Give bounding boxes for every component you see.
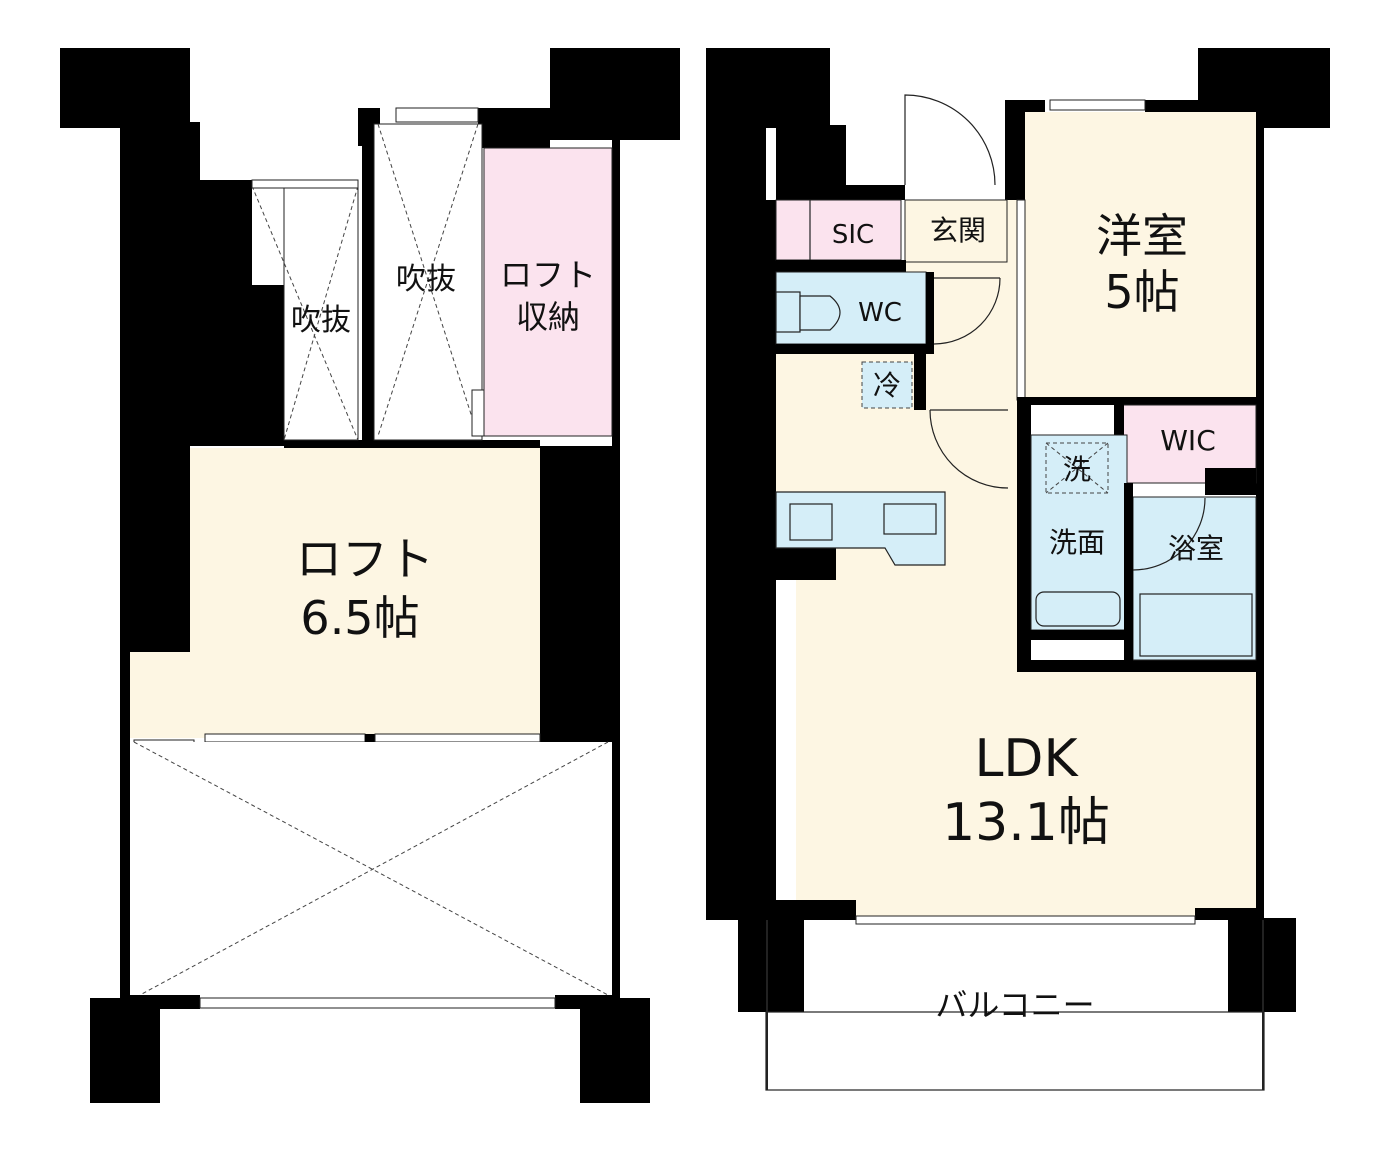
loft-room-size: 6.5帖 xyxy=(300,591,419,645)
loft-bottom-wall xyxy=(555,995,620,1009)
wc-label: WC xyxy=(858,298,902,328)
loft-outer-wall xyxy=(60,48,284,995)
main-inner-wall xyxy=(776,548,836,580)
loft-room xyxy=(130,448,540,738)
main-inner-wall xyxy=(926,272,934,354)
main-inner-wall xyxy=(914,354,926,410)
ldk-name: LDK xyxy=(974,729,1079,789)
void-label-left: 吹抜 xyxy=(291,303,351,338)
western-room xyxy=(1025,112,1256,397)
loft-inner-wall xyxy=(478,108,550,148)
main-top-wall xyxy=(905,185,1005,199)
bathroom-door[interactable] xyxy=(1132,497,1206,571)
western-room-name: 洋室 xyxy=(1096,209,1188,263)
stove xyxy=(883,503,937,535)
wic-label: WIC xyxy=(1160,424,1216,457)
main-inner-wall xyxy=(1017,397,1031,672)
wc-door[interactable] xyxy=(933,277,1001,345)
loft-bottom-wall xyxy=(120,995,200,1009)
toilet-bowl xyxy=(799,295,841,331)
bathtub xyxy=(1139,593,1253,657)
washer-label: 洗 xyxy=(1063,453,1091,486)
entrance-door[interactable] xyxy=(904,94,996,186)
loft-column xyxy=(90,998,160,1103)
main-bottom-wall xyxy=(1195,908,1264,920)
sink xyxy=(789,503,833,541)
balcony-label: バルコニー xyxy=(935,986,1094,1024)
main-floor-plan: SIC 玄関 WC 冷 洋室 5帖 WIC 洗 洗面 浴室 LDK 13.1帖 … xyxy=(706,48,1330,1091)
sic-label: SIC xyxy=(832,220,874,250)
loft-floor-plan: 吹抜 吹抜 ロフト 収納 ロフト 6.5帖 xyxy=(60,48,680,1103)
loft-storage-label-line1: ロフト xyxy=(500,256,596,294)
main-column xyxy=(738,918,804,1012)
main-inner-wall xyxy=(776,344,926,354)
loft-room-name: ロフト xyxy=(296,532,434,586)
loft-storage-room xyxy=(483,147,613,437)
void-label-right: 吹抜 xyxy=(396,262,456,297)
shoe-closet xyxy=(775,199,902,261)
entrance-label: 玄関 xyxy=(930,214,986,247)
main-inner-wall xyxy=(1025,630,1125,640)
main-inner-wall xyxy=(1124,483,1133,670)
fridge-space xyxy=(861,361,913,409)
western-room-size: 5帖 xyxy=(1104,265,1179,319)
washroom-label: 洗面 xyxy=(1049,526,1105,559)
main-outer-wall-right xyxy=(1198,48,1330,920)
main-outer-wall-left-stem xyxy=(766,200,776,920)
fridge-label: 冷 xyxy=(873,369,901,402)
main-inner-wall xyxy=(1205,468,1256,495)
ldk-size: 13.1帖 xyxy=(942,793,1110,853)
loft-column xyxy=(580,998,650,1103)
walk-in-closet xyxy=(1121,404,1257,484)
main-outer-wall-left xyxy=(706,48,905,920)
loft-inner-wall xyxy=(362,146,374,446)
loft-inner-wall xyxy=(284,440,540,448)
loft-right-wall xyxy=(540,48,680,995)
balcony xyxy=(765,1011,1265,1091)
entrance xyxy=(904,199,1008,263)
toilet-fixture xyxy=(775,291,801,333)
main-bottom-wall xyxy=(766,900,856,920)
main-inner-wall xyxy=(1016,199,1026,401)
main-inner-wall xyxy=(1025,397,1256,405)
void-area-right xyxy=(373,123,483,441)
bathroom-label: 浴室 xyxy=(1168,532,1224,565)
loft-storage-label-line2: 収納 xyxy=(516,298,580,336)
ldk-door[interactable] xyxy=(929,409,1009,489)
main-inner-wall xyxy=(1025,660,1256,672)
vanity-sink xyxy=(1035,591,1121,627)
main-inner-wall xyxy=(776,260,906,272)
